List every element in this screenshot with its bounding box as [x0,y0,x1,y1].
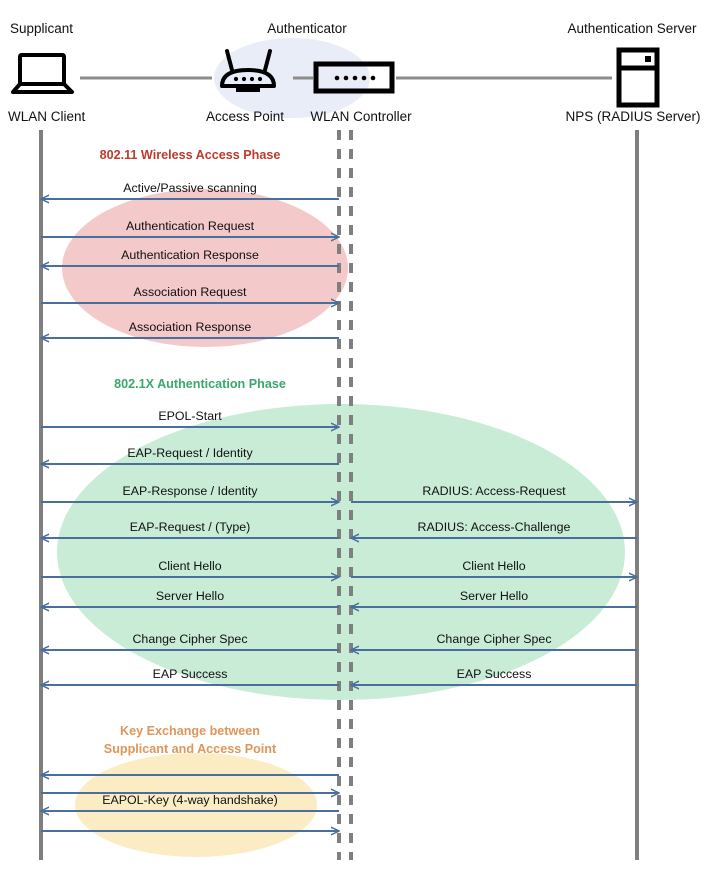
message-label: Association Request [134,285,248,299]
message-label: EPOL-Start [158,409,222,423]
message-label: Active/Passive scanning [123,181,257,195]
wlan-controller-icon [313,61,395,94]
message-left-3[interactable]: Association Request [41,285,339,303]
message-left-2[interactable]: Authentication Response [41,248,339,266]
laptop-icon [11,53,74,94]
message-left-0[interactable]: Active/Passive scanning [41,181,339,199]
message-label: Authentication Request [126,219,255,233]
actor-device-access-point: Access Point [206,109,284,124]
message-right-5[interactable]: EAP Success [351,667,637,685]
actor-role-supplicant: Supplicant [10,21,73,36]
message-left-11[interactable]: Change Cipher Spec [41,632,339,650]
phase-label-8021x: 802.1X Authentication Phase [114,377,286,391]
message-label: Server Hello [156,589,224,603]
message-left-6[interactable]: EAP-Request / Identity [41,446,339,464]
message-label: Association Response [129,320,252,334]
message-label: Change Cipher Spec [132,632,247,646]
message-label: EAP-Request / Identity [127,446,253,460]
message-left-12[interactable]: EAP Success [41,667,339,685]
message-label: Change Cipher Spec [436,632,551,646]
message-left-7[interactable]: EAP-Response / Identity [41,484,339,502]
message-left-1[interactable]: Authentication Request [41,219,339,237]
message-label: Server Hello [460,589,528,603]
message-label: Client Hello [462,559,525,573]
phase-label-key-line2: Supplicant and Access Point [104,742,277,756]
phase-label-key-line1: Key Exchange between [120,724,260,738]
message-left-5[interactable]: EPOL-Start [41,409,339,427]
lifelines [39,130,639,860]
actor-role-authenticator: Authenticator [267,21,347,36]
message-left-8[interactable]: EAP-Request / (Type) [41,520,339,538]
message-right-4[interactable]: Change Cipher Spec [351,632,637,650]
actor-device-nps-radius: NPS (RADIUS Server) [565,109,700,124]
message-label: RADIUS: Access-Request [422,484,566,498]
access-point-icon [220,49,276,92]
message-left-15[interactable]: EAPOL-Key (4-way handshake) [41,793,339,811]
authenticator-highlight-ellipse [214,38,370,118]
actor-device-wlan-client: WLAN Client [8,109,86,124]
actor-device-wlan-controller: WLAN Controller [310,109,412,124]
header-band: Supplicant Authenticator Authentication … [8,21,701,124]
message-right-0[interactable]: RADIUS: Access-Request [351,484,637,502]
message-label: RADIUS: Access-Challenge [418,520,571,534]
message-label: EAP-Request / (Type) [130,520,251,534]
server-icon [616,47,660,108]
message-left-4[interactable]: Association Response [41,320,339,338]
phase-label-80211: 802.11 Wireless Access Phase [100,148,281,162]
message-label: Authentication Response [121,248,259,262]
message-label: EAPOL-Key (4-way handshake) [102,793,278,807]
actor-role-auth-server: Authentication Server [567,21,697,36]
message-label: EAP Success [153,667,228,681]
message-label: EAP Success [457,667,532,681]
message-left-9[interactable]: Client Hello [41,559,339,577]
phase-ellipse-80211 [62,189,348,347]
message-right-3[interactable]: Server Hello [351,589,637,607]
message-right-1[interactable]: RADIUS: Access-Challenge [351,520,637,538]
message-label: Client Hello [158,559,221,573]
message-right-2[interactable]: Client Hello [351,559,637,577]
message-left-10[interactable]: Server Hello [41,589,339,607]
message-label: EAP-Response / Identity [123,484,259,498]
